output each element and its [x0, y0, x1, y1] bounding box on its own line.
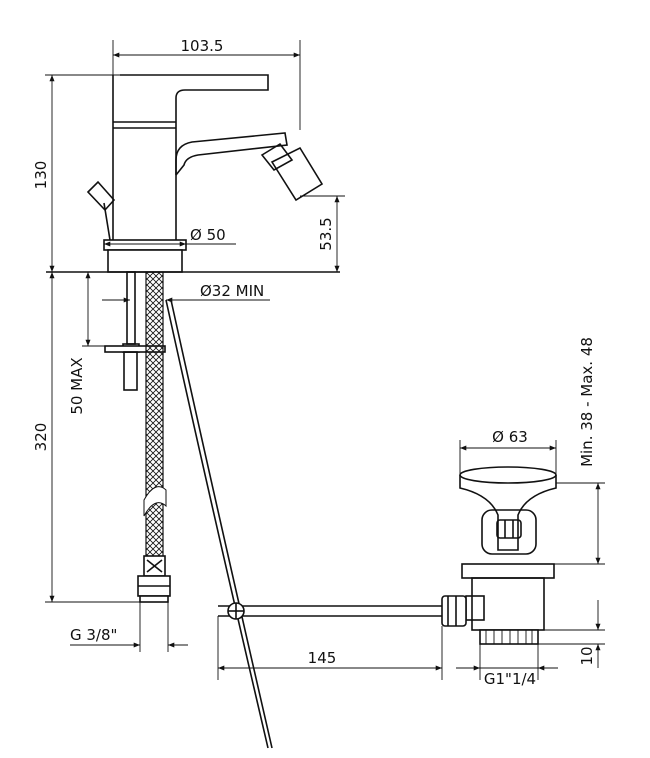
- dimension-labels: 103.5 130 53.5 Ø 50 Ø32 MIN 50 MAX 320 G…: [32, 37, 596, 688]
- dim-waste-thread: G1"1/4: [484, 670, 536, 688]
- dim-spout-height: 53.5: [317, 217, 335, 250]
- dim-basin-range: Min. 38 - Max. 48: [578, 337, 596, 467]
- dim-total-height: 130: [32, 161, 50, 190]
- dim-hose-thread: G 3/8": [70, 626, 117, 644]
- dim-hole-min: Ø32 MIN: [200, 282, 264, 300]
- waste-assembly: [218, 466, 557, 645]
- dim-waste-diameter: Ø 63: [492, 428, 528, 446]
- under-basin-hardware: [104, 271, 273, 749]
- dim-max-thickness: 50 MAX: [68, 357, 86, 414]
- dim-spout-reach: 103.5: [181, 37, 224, 55]
- dim-base-diameter: Ø 50: [190, 226, 226, 244]
- dim-rod-length: 145: [308, 649, 337, 667]
- dim-hose-length: 320: [32, 423, 50, 452]
- dim-thread-length: 10: [578, 646, 596, 665]
- dimension-lines: [45, 40, 605, 680]
